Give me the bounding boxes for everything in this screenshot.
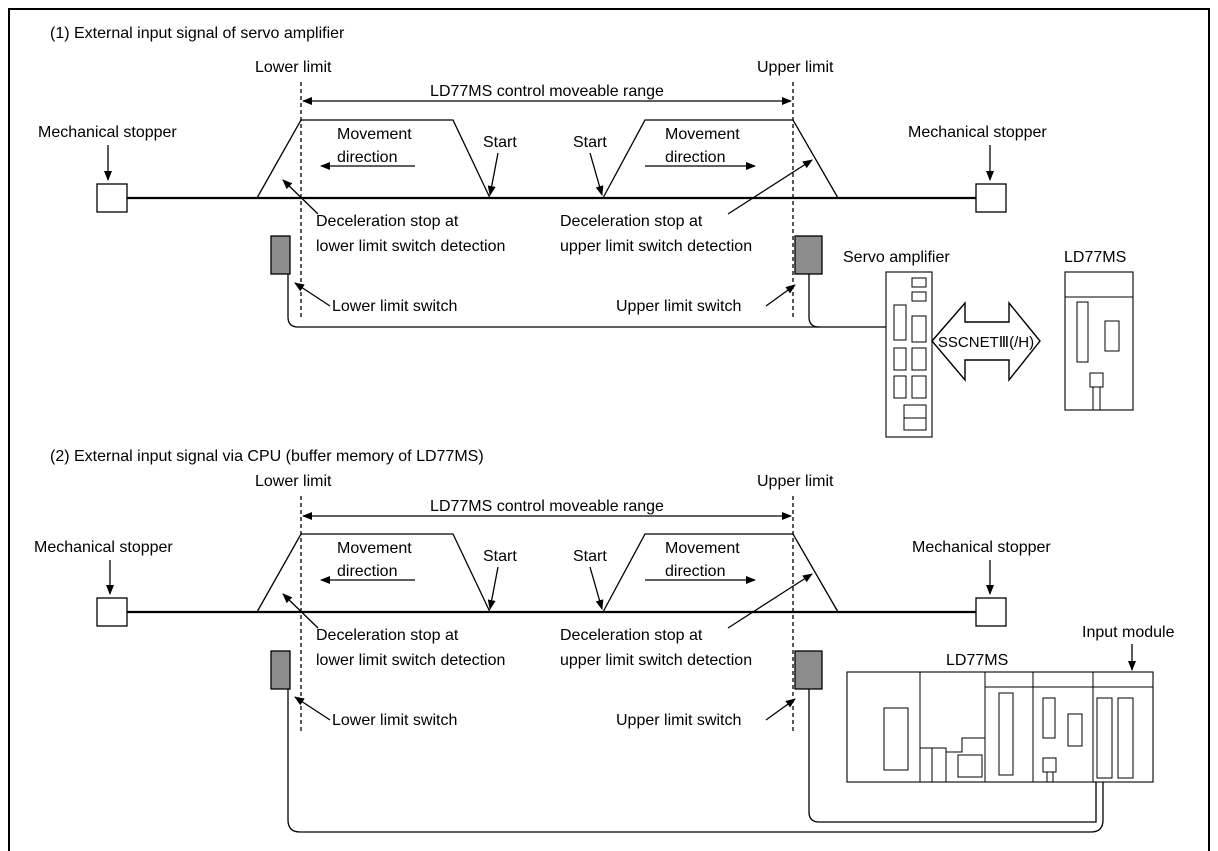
lower-switch-label: Lower limit switch: [332, 298, 457, 315]
section-2: (2) External input signal via CPU (buffe…: [34, 448, 1175, 833]
stopper-left: [96, 183, 128, 213]
trapezoid-right: [602, 119, 839, 199]
servo-amplifier-label: Servo amplifier: [843, 249, 950, 266]
ld77ms-label: LD77MS: [946, 652, 1008, 669]
decel-lower-arrow: [282, 179, 319, 215]
movement-left-label-1: Movement: [337, 126, 412, 143]
decel-lower-label-1: Deceleration stop at: [316, 627, 459, 644]
stopper-right: [975, 183, 1007, 213]
range-label: LD77MS control moveable range: [430, 83, 664, 100]
upper-switch-arrow: [765, 284, 796, 307]
decel-lower-label-2: lower limit switch detection: [316, 652, 505, 669]
movement-right-label-2: direction: [665, 149, 725, 166]
decel-upper-label-1: Deceleration stop at: [560, 213, 703, 230]
decel-lower-label-1: Deceleration stop at: [316, 213, 459, 230]
decel-upper-label-1: Deceleration stop at: [560, 627, 703, 644]
upper-switch-arrow: [765, 698, 796, 721]
section-1-title: (1) External input signal of servo ampli…: [50, 25, 345, 42]
decel-upper-arrow: [727, 159, 813, 215]
upper-limit-label: Upper limit: [757, 473, 834, 490]
decel-upper-label-2: upper limit switch detection: [560, 238, 752, 255]
page-frame: [8, 8, 1210, 851]
ld77ms-module: [1064, 271, 1134, 411]
movement-left-label-1: Movement: [337, 540, 412, 557]
lower-limit-label: Lower limit: [255, 59, 332, 76]
upper-limit-switch: [794, 650, 823, 690]
movement-right-label-1: Movement: [665, 126, 740, 143]
sscnet-label: SSCNETⅢ(/H): [938, 334, 1034, 351]
section-1: (1) External input signal of servo ampli…: [38, 25, 1134, 438]
lower-switch-arrow: [294, 282, 331, 307]
decel-lower-label-2: lower limit switch detection: [316, 238, 505, 255]
lower-limit-switch: [270, 650, 291, 690]
section-2-title: (2) External input signal via CPU (buffe…: [50, 448, 484, 465]
start-right-label: Start: [573, 548, 607, 565]
stopper-right-label: Mechanical stopper: [908, 124, 1047, 141]
decel-upper-arrow: [727, 573, 813, 629]
lower-switch-arrow: [294, 696, 331, 721]
start-left-label: Start: [483, 548, 517, 565]
trapezoid-right: [602, 533, 839, 613]
range-label: LD77MS control moveable range: [430, 498, 664, 515]
input-module-label: Input module: [1082, 624, 1175, 641]
stopper-left-label: Mechanical stopper: [38, 124, 177, 141]
sscnet-double-arrow: SSCNETⅢ(/H): [931, 301, 1041, 383]
start-right-arrow: [589, 566, 604, 610]
ld77ms-slot: [1042, 697, 1056, 739]
trapezoid-left: [256, 533, 491, 613]
power-module-slot: [883, 707, 909, 771]
lower-switch-label: Lower limit switch: [332, 712, 457, 729]
trapezoid-left: [256, 119, 491, 199]
wire-upper-switch: [808, 689, 1097, 823]
start-left-label: Start: [483, 134, 517, 151]
servo-amplifier: [885, 271, 933, 438]
ld77ms-label: LD77MS: [1064, 249, 1126, 266]
start-left-arrow: [487, 566, 499, 610]
upper-limit-label: Upper limit: [757, 59, 834, 76]
movement-right-label-2: direction: [665, 563, 725, 580]
wire-lower-switch: [287, 689, 1104, 833]
wire-lower-switch: [287, 274, 910, 328]
decel-upper-label-2: upper limit switch detection: [560, 652, 752, 669]
start-right-arrow: [589, 152, 604, 196]
upper-switch-label: Upper limit switch: [616, 298, 741, 315]
movement-left-label-2: direction: [337, 563, 397, 580]
lower-limit-label: Lower limit: [255, 473, 332, 490]
movement-right-label-1: Movement: [665, 540, 740, 557]
upper-limit-switch: [794, 235, 823, 275]
wire-upper-switch: [808, 274, 820, 328]
stopper-left-label: Mechanical stopper: [34, 539, 173, 556]
start-left-arrow: [487, 152, 499, 196]
upper-switch-label: Upper limit switch: [616, 712, 741, 729]
stopper-right: [975, 597, 1007, 627]
start-right-label: Start: [573, 134, 607, 151]
input-module-slot: [1096, 697, 1113, 779]
plc-rack: [846, 671, 1154, 783]
lower-limit-switch: [270, 235, 291, 275]
movement-left-label-2: direction: [337, 149, 397, 166]
decel-lower-arrow: [282, 593, 319, 629]
stopper-left: [96, 597, 128, 627]
stopper-right-label: Mechanical stopper: [912, 539, 1051, 556]
